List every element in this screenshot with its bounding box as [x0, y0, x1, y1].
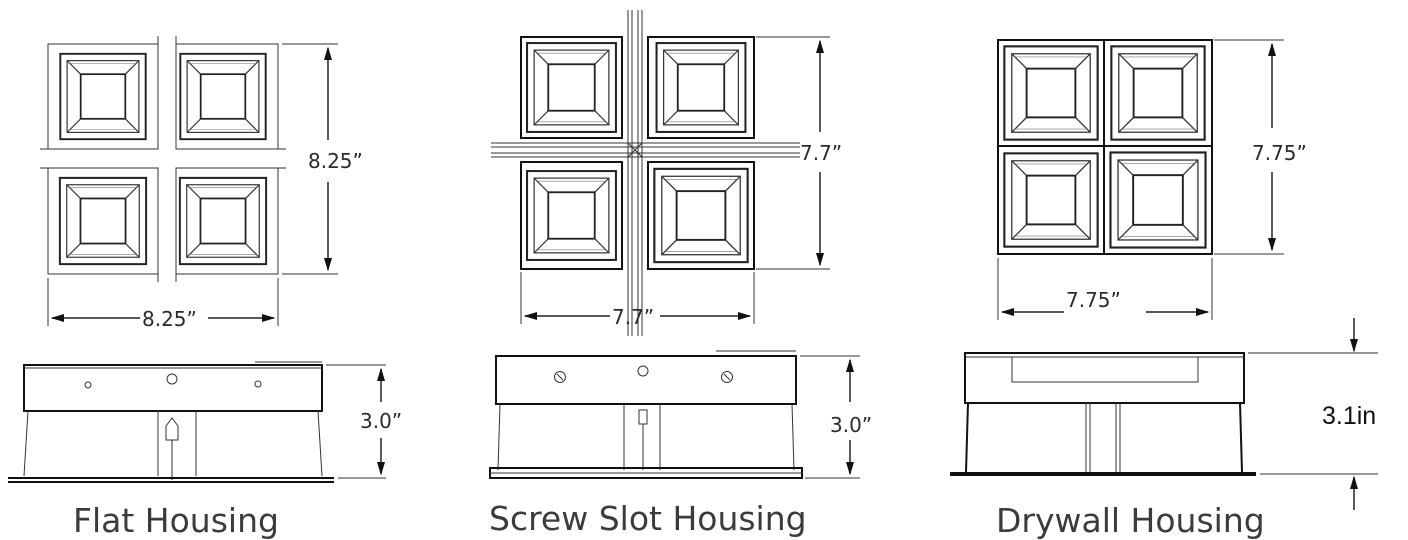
- lens-unit: [653, 167, 749, 264]
- lens-unit: [655, 42, 747, 134]
- drywall-width-dimension: 7.75”: [997, 258, 1213, 320]
- flat-width-label: 8.25”: [142, 307, 197, 331]
- drywall-width-label: 7.75”: [1066, 288, 1121, 312]
- screw-slot-depth-dimension: 3.0”: [800, 355, 872, 479]
- lens-unit: [1110, 45, 1206, 141]
- flat-height-dimension: 8.25”: [282, 43, 363, 275]
- drywall-depth-dimension: 3.1in: [1248, 318, 1378, 510]
- screw-slot-width-dimension: 7.7”: [520, 272, 755, 329]
- screw-slot-housing-side-view: [489, 350, 803, 479]
- drywall-depth-label: 3.1in: [1322, 402, 1376, 430]
- flat-height-label: 8.25”: [308, 149, 363, 173]
- lens-unit: [1003, 45, 1099, 141]
- flat-housing-side-view: [8, 361, 334, 483]
- flat-housing-caption: Flat Housing: [73, 501, 279, 540]
- lens-unit: [59, 52, 147, 141]
- lens-unit: [1109, 151, 1207, 249]
- drywall-height-dimension: 7.75”: [1214, 39, 1307, 255]
- drywall-housing-side-view: [950, 352, 1256, 476]
- flat-depth-dimension: 3.0”: [326, 364, 402, 479]
- lens-unit: [526, 42, 617, 133]
- flat-depth-label: 3.0”: [360, 409, 402, 433]
- screw-slot-height-dimension: 7.7”: [756, 36, 842, 270]
- drywall-height-label: 7.75”: [1252, 141, 1307, 165]
- lens-unit: [178, 176, 268, 266]
- flat-width-dimension: 8.25”: [47, 278, 279, 331]
- flat-housing-top-view: [40, 36, 286, 282]
- lens-unit: [1003, 152, 1099, 248]
- lens-unit: [525, 169, 618, 262]
- screw-slot-housing-top-view: [491, 10, 800, 336]
- lens-unit: [58, 176, 148, 266]
- screw-slot-width-label: 7.7”: [612, 305, 654, 329]
- screw-slot-height-label: 7.7”: [800, 141, 842, 165]
- drywall-housing-caption: Drywall Housing: [996, 501, 1265, 540]
- screw-slot-housing-caption: Screw Slot Housing: [489, 499, 807, 538]
- lens-unit: [179, 52, 267, 141]
- drywall-housing-top-view: [997, 39, 1213, 255]
- screw-slot-depth-label: 3.0”: [830, 413, 872, 437]
